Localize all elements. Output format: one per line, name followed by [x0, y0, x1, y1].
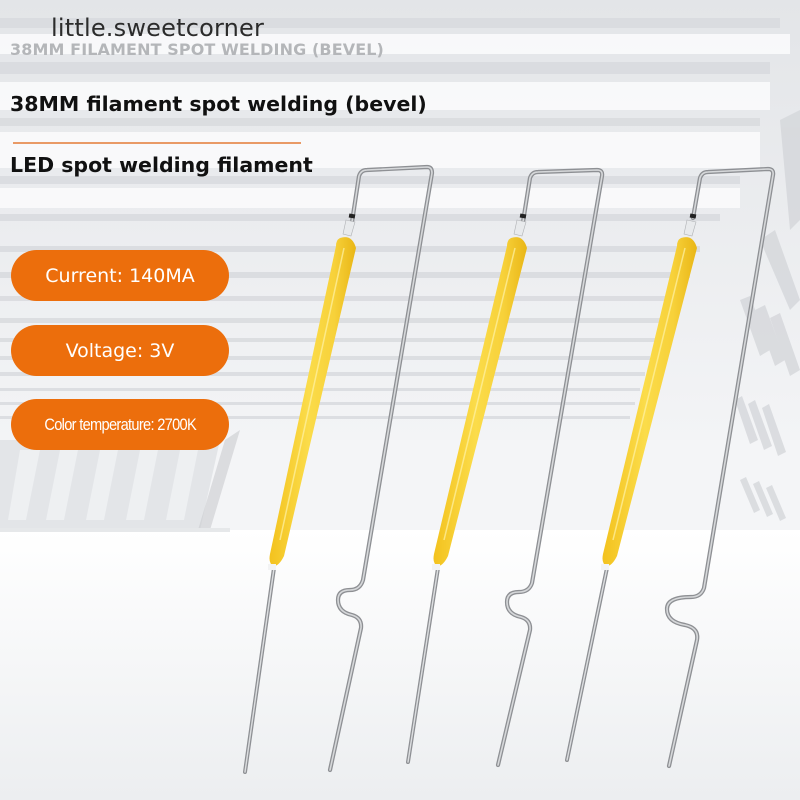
spec-badge-current: Current: 140MA	[11, 250, 229, 301]
spec-badge-voltage: Voltage: 3V	[11, 325, 229, 376]
page-subtitle: LED spot welding filament	[10, 153, 313, 177]
filament-2	[406, 167, 605, 768]
page-title: 38MM filament spot welding (bevel)	[10, 92, 427, 116]
spec-label: Color temperature: 2700K	[44, 414, 196, 434]
filament-3	[565, 166, 776, 769]
spec-badge-color-temperature: Color temperature: 2700K	[11, 399, 229, 450]
spec-label: Voltage: 3V	[65, 339, 175, 362]
spec-label: Current: 140MA	[45, 264, 195, 287]
title-divider	[13, 142, 301, 144]
filament-1	[243, 164, 435, 774]
shop-watermark: little.sweetcorner	[51, 14, 265, 42]
ghost-title: 38MM FILAMENT SPOT WELDING (BEVEL)	[10, 40, 384, 59]
